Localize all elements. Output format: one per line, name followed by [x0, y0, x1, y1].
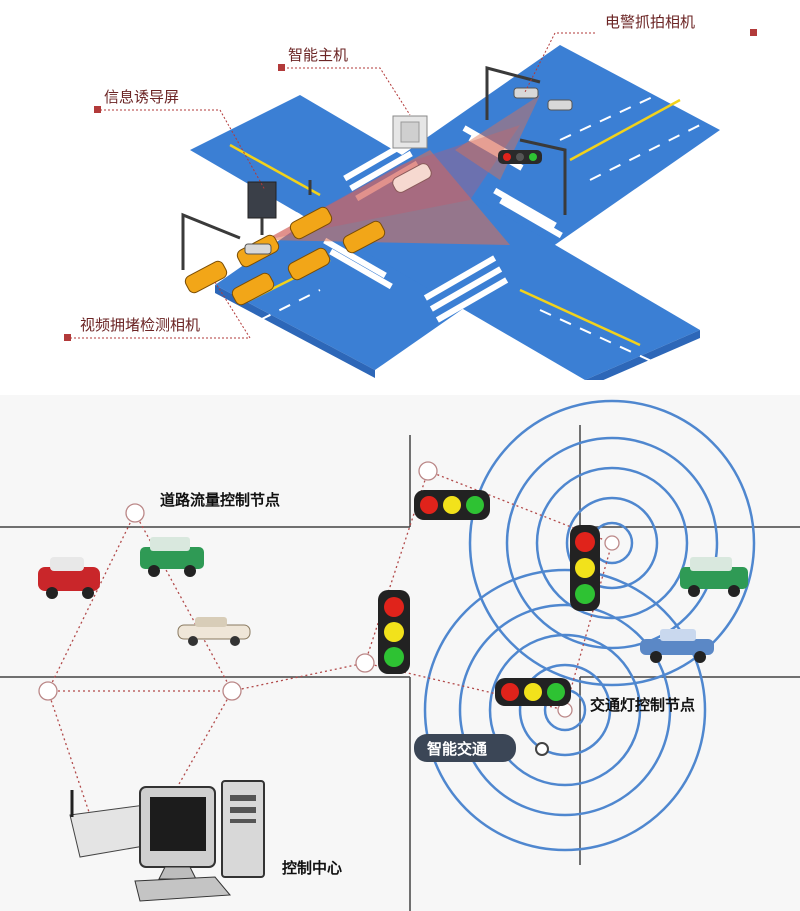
- car-green-right: [680, 557, 748, 597]
- label-road-flow-node: 道路流量控制节点: [160, 491, 280, 509]
- car-blue: [640, 629, 714, 663]
- network-nodes: [38, 461, 620, 718]
- label-smart-host: 智能主机: [288, 46, 348, 64]
- signal-rings: [423, 399, 756, 852]
- traffic-network-diagram: 道路流量控制节点 交通灯控制节点 智能交通 控制中心: [0, 395, 800, 911]
- label-control-center: 控制中心: [282, 859, 342, 877]
- lane-yellow: [569, 98, 681, 162]
- road-edge: [215, 285, 375, 378]
- lane-dashes: [199, 74, 711, 366]
- traffic-light-horizontal-bottom: [495, 678, 571, 706]
- traffic-light-vertical-left: [378, 590, 410, 674]
- smart-traffic-node: [535, 742, 549, 756]
- intersection-diagram: 智能主机 电警抓拍相机 信息诱导屏 视频拥堵检测相机: [64, 13, 757, 380]
- callout-markers: [64, 29, 757, 341]
- car-white: [177, 617, 251, 646]
- label-guidance-screen: 信息诱导屏: [104, 88, 179, 106]
- congestion-camera-icon: [244, 243, 272, 255]
- callout-lines: [70, 32, 595, 339]
- smart-traffic-badge: [414, 734, 516, 762]
- label-congestion-camera: 视频拥堵检测相机: [80, 316, 200, 334]
- car-red: [38, 557, 100, 599]
- label-signal-node: 交通灯控制节点: [590, 696, 695, 714]
- lane-yellow: [519, 288, 641, 347]
- lane-yellow: [229, 143, 321, 197]
- capture-camera-icon: [547, 99, 573, 111]
- top-traffic-light: [498, 150, 542, 164]
- label-smart-traffic: 智能交通: [427, 740, 487, 758]
- road-lines: [0, 425, 800, 911]
- car-green: [140, 537, 204, 577]
- guidance-screen: [247, 181, 277, 219]
- cars: [184, 163, 432, 306]
- label-capture-camera: 电警抓拍相机: [605, 13, 695, 31]
- control-center-computer-icon: [69, 780, 265, 902]
- camera-beam: [455, 95, 540, 180]
- capture-camera-icon: [513, 87, 539, 99]
- host-cabinet-door: [400, 121, 420, 143]
- traffic-light-horizontal-top: [414, 490, 490, 520]
- road-edge: [585, 330, 700, 380]
- traffic-light-vertical-right: [570, 525, 600, 611]
- poles: [181, 66, 567, 270]
